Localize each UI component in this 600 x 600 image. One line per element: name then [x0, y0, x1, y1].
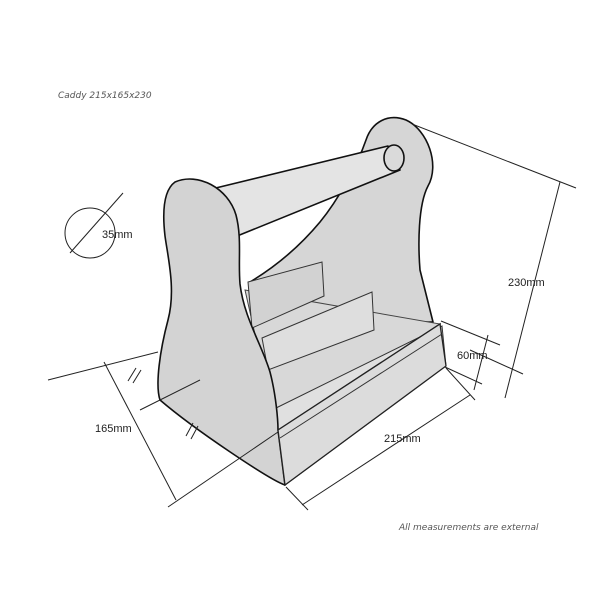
front-bottom-rail [277, 322, 447, 487]
width-dimension [285, 367, 476, 511]
front-side-panel [157, 178, 286, 486]
caddy-illustration [157, 116, 447, 487]
width-label: 215mm [384, 433, 421, 445]
diameter-label: 35mm [102, 229, 133, 241]
back-divider [247, 261, 325, 329]
caddy-title: Caddy 215x165x230 [58, 91, 152, 101]
break-mark-lower [185, 422, 199, 440]
depth-dimension [47, 351, 279, 508]
diameter-symbol [64, 192, 124, 259]
external-measurements-note: All measurements are external [398, 523, 539, 533]
handle-end [383, 144, 405, 172]
height-dimension [411, 123, 577, 399]
side-height-label: 60mm [457, 350, 488, 362]
height-label: 230mm [508, 277, 545, 289]
side-height-dimension [440, 320, 501, 391]
front-rail-inner-line [279, 333, 443, 439]
depth-label: 165mm [95, 423, 132, 435]
break-mark-upper [127, 367, 142, 384]
